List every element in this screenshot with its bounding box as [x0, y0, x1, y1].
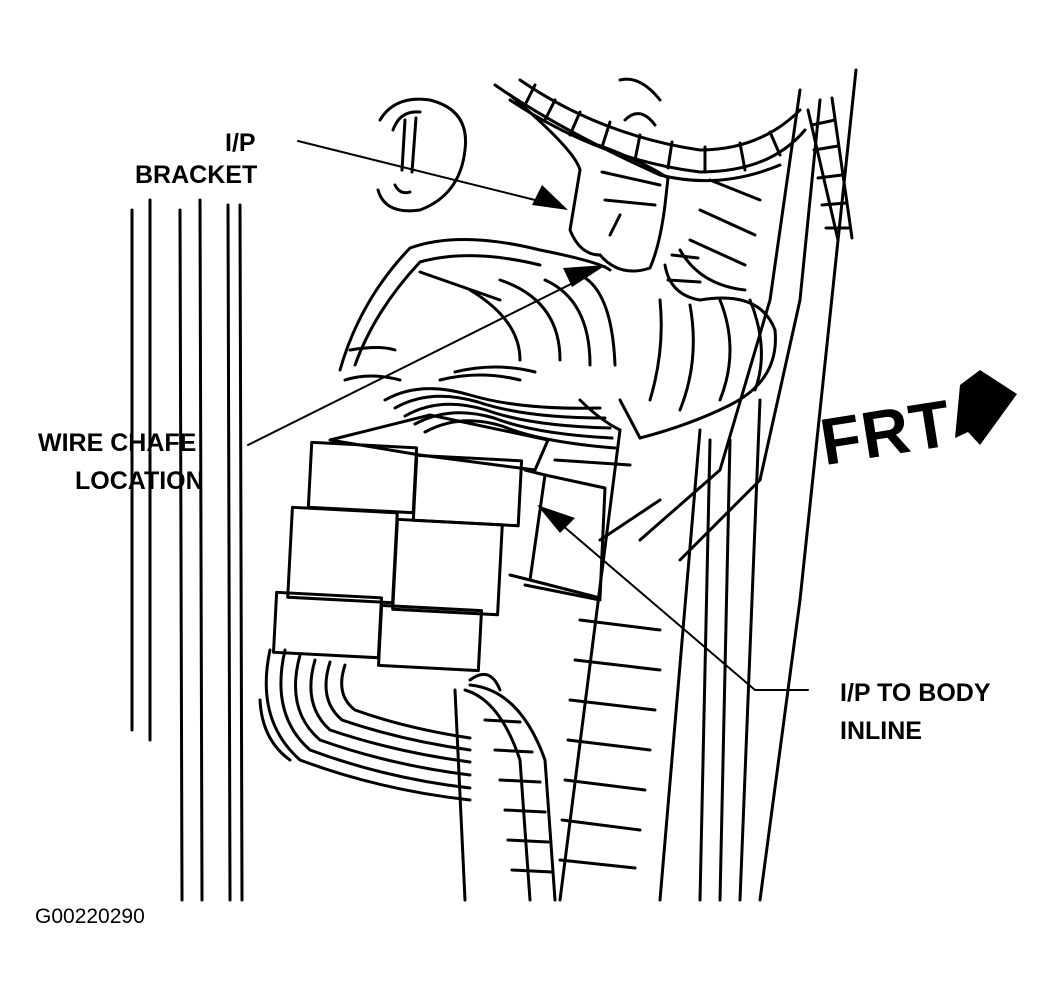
lower-wires — [258, 648, 472, 802]
wire-chafe-label-line1: WIRE CHAFE — [38, 429, 197, 457]
wire-chafe-label-line2: LOCATION — [75, 467, 204, 495]
pillar-lines — [130, 198, 244, 902]
ip-bracket-label-line2: BRACKET — [135, 161, 258, 189]
leader-lines — [247, 140, 809, 691]
ip-bracket-label-2: BRACKET — [135, 160, 257, 190]
wire-chafe-label: WIRE CHAFE — [38, 428, 196, 458]
ip-to-body-label: I/P TO BODY — [840, 678, 991, 708]
wire-bundle — [383, 365, 617, 450]
right-harness — [638, 88, 854, 562]
frt-arrow-icon — [955, 370, 1017, 445]
ip-bracket — [493, 77, 782, 273]
ip-to-body-label-2: INLINE — [840, 716, 922, 746]
harness-loop — [578, 248, 777, 440]
ip-bracket-label: I/P — [220, 128, 256, 158]
bottom-harness — [453, 672, 557, 902]
ip-bracket-label-line1: I/P — [225, 129, 256, 157]
top-harness — [508, 78, 807, 174]
wire-chafe-label-2: LOCATION — [75, 466, 204, 496]
ip-to-body-label-line1: I/P TO BODY — [840, 679, 991, 707]
figure-id: G00220290 — [35, 905, 145, 928]
trim-panel — [338, 238, 617, 382]
right-lower-harness — [558, 68, 858, 902]
wire-chafe-arrowhead — [563, 265, 606, 287]
round-knob — [376, 97, 468, 213]
ip-bracket-arrowhead — [532, 185, 568, 210]
ip-to-body-label-line2: INLINE — [840, 717, 922, 745]
inline-arrowhead — [537, 505, 575, 533]
inline-connector — [272, 413, 632, 673]
